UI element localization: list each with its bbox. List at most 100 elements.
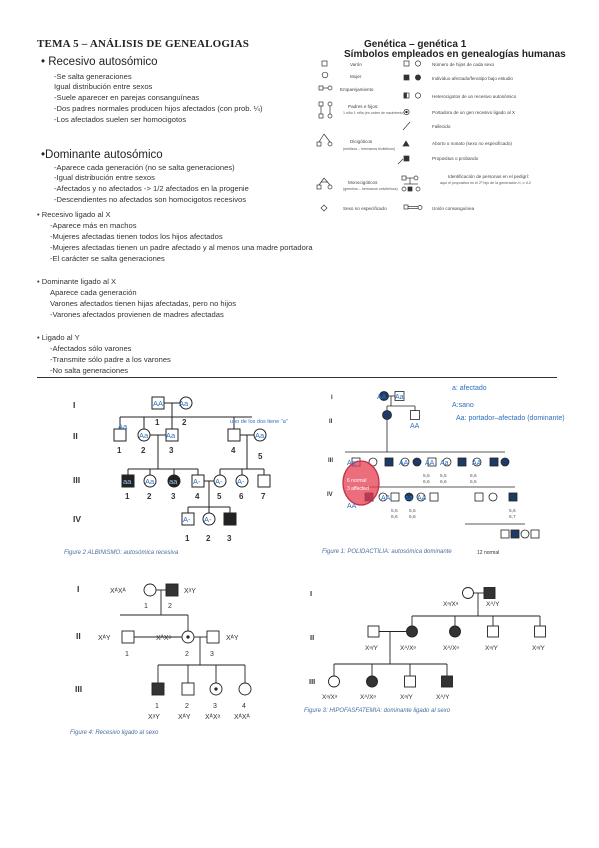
genotype-label: XᴬXᴬ xyxy=(234,713,251,721)
section-divider xyxy=(37,377,557,378)
text-line: -Descendientes no afectados son homocigo… xyxy=(54,195,247,204)
text-line: -Afectados y no afectados -> 1/2 afectad… xyxy=(54,184,249,193)
genotype-note: AA xyxy=(472,460,482,467)
id-label: 2 xyxy=(185,651,189,658)
text-line: -Suele aparecer en parejas consanguíneas xyxy=(54,93,200,102)
generation-label: I xyxy=(73,400,76,410)
legend-label: Individuo afectado/fenotipo bajo estudio xyxy=(432,76,513,81)
section-heading-dominante-autosomico: •Dominante autosómico xyxy=(41,149,163,161)
legend-label: Mujer xyxy=(350,74,362,79)
digit-count: 5,5 xyxy=(440,473,447,479)
hipofasfatemia-pedigree: Xᵃ/Xᵃ Xᴬ/Y Xᵃ/Y Xᴬ/Xᵃ Xᴬ/Xᵃ Xᵃ/Y Xᵃ/Y Xᵃ… xyxy=(322,587,546,701)
id-label: 1 xyxy=(155,703,159,710)
genotype-label: Xᵃ/Y xyxy=(485,645,499,652)
legend-note-sano: A:sano xyxy=(452,402,474,409)
genotype-label: XᵃY xyxy=(184,588,196,595)
id-label: 2 xyxy=(185,703,189,710)
genotype-label: Xᴬ/Xᵃ xyxy=(400,644,416,652)
id-label: 1 xyxy=(125,492,130,501)
id-label: 5 xyxy=(258,452,263,461)
genotype-label: Xᵃ/Xᵃ xyxy=(443,601,459,608)
generation-label: I xyxy=(310,589,313,598)
polidactilia-pedigree: 6 normal 3 affected 12 normal 5,5 6,6 5,… xyxy=(342,391,540,556)
generation-label: II xyxy=(73,431,78,441)
legend-label: Monocigóticos xyxy=(348,180,378,185)
legend-label: Identificación de personas en el pedigrí… xyxy=(448,174,529,179)
legend-label: Emparejamiento xyxy=(340,87,374,92)
text-line: -Afectados sólo varones xyxy=(50,344,132,353)
figure-caption-polidactilia: Figure 1: POLIDACTILIA: autosómica domin… xyxy=(322,549,452,555)
genotype-note: A- xyxy=(183,515,191,524)
genotype-note: AA xyxy=(425,460,435,467)
generation-label: III xyxy=(73,475,81,485)
text-line: -El carácter se salta generaciones xyxy=(50,254,165,263)
text-line: -Igual distribución entre sexos xyxy=(54,173,155,182)
genotype-note: Aa xyxy=(166,431,176,440)
id-label: 3 xyxy=(210,651,214,658)
digit-count: 5,5 xyxy=(391,508,398,514)
generation-label: III xyxy=(75,684,83,694)
generation-label: IV xyxy=(327,492,333,498)
section-heading-recesivo-ligado-x: • Recesivo ligado al X xyxy=(37,210,111,219)
legend-label: Propositus o probando xyxy=(432,156,479,161)
id-label: 3 xyxy=(213,703,217,710)
genotype-note: A- xyxy=(204,515,212,524)
genotype-label: Xᴬ/Xᵃ xyxy=(360,693,376,701)
legend-label: Aborto o nonato (sexo no especificado) xyxy=(432,141,512,146)
generation-label: III xyxy=(309,677,316,686)
id-label: 2 xyxy=(168,603,172,610)
id-label: 1 xyxy=(185,534,190,543)
figure-caption-recesivo-x: Figure 4: Recesivo ligado al sexo xyxy=(70,730,159,736)
genotype-note: AA xyxy=(417,495,427,502)
text-line: -Aparece cada generación (no se salta ge… xyxy=(54,163,235,172)
genotype-label: Xᵃ/Y xyxy=(532,645,546,652)
id-label: 1 xyxy=(155,418,160,427)
genotype-label: XᴬXᵃ xyxy=(156,634,172,642)
digit-count: 5,5 xyxy=(423,473,430,479)
id-label: 1 xyxy=(125,651,129,658)
id-label: 2 xyxy=(147,492,152,501)
generation-label: II xyxy=(310,633,315,642)
id-label: 4 xyxy=(231,446,236,455)
genotype-note: Aa xyxy=(139,431,149,440)
legend-label: Heterocigotos de un recesivo autosómico xyxy=(432,94,517,99)
circle-text: 6 normal xyxy=(347,478,366,484)
legend-label: Número de hijos de cada sexo xyxy=(432,62,494,67)
generation-label: II xyxy=(76,631,81,641)
genotype-label: Xᴬ/Y xyxy=(486,600,500,608)
genotype-note: AA xyxy=(153,399,163,408)
highlight-circle xyxy=(342,460,380,506)
id-label: 3 xyxy=(169,446,174,455)
genotype-note: AA xyxy=(410,423,420,430)
legend-label: Varón xyxy=(350,62,362,67)
genotype-note: Aa xyxy=(255,431,265,440)
genotype-label: XᴬXᵃ xyxy=(205,713,221,721)
genotype-note: Aa xyxy=(118,422,128,431)
genotype-note: Aa xyxy=(347,460,356,467)
symbol-legend-graphic: Varón Mujer Emparejamiento Padres e hijo… xyxy=(316,60,531,212)
genotype-note: Aa xyxy=(395,394,404,401)
genotype-note: AA xyxy=(377,394,387,401)
id-label: 6 xyxy=(239,492,244,501)
genotype-note: A- xyxy=(237,477,245,486)
digit-count: 5,6 xyxy=(509,508,516,514)
genotype-note: aa xyxy=(405,495,413,502)
legend-note-portador: Aa: portador–afectado (dominante) xyxy=(456,415,565,422)
genotype-label: Xᵃ/Y xyxy=(400,694,414,701)
albinismo-note: uno de los dos tiene "a" xyxy=(230,419,288,425)
legend-label: Portadora de un gen recesivo ligado al X xyxy=(432,110,515,115)
id-label: 7 xyxy=(261,492,266,501)
id-label: 2 xyxy=(206,534,211,543)
genotype-label: XᴬY xyxy=(226,634,239,642)
id-label: 4 xyxy=(242,703,246,710)
digit-count: 6,6 xyxy=(423,479,430,485)
genotype-note: A- xyxy=(215,477,223,486)
legend-label: (mellizos – hermanos bivitelinos) xyxy=(343,147,395,151)
legend-label: Sexo no especificado xyxy=(343,206,387,211)
circle-text: 3 affected xyxy=(347,486,369,492)
digit-count: 6,6 xyxy=(470,473,477,479)
female-symbol xyxy=(321,71,329,79)
legend-subtitle: Símbolos empleados en genealogías humana… xyxy=(344,49,566,60)
digit-count: 6,6 xyxy=(409,514,416,520)
genotype-note: AA xyxy=(399,460,409,467)
